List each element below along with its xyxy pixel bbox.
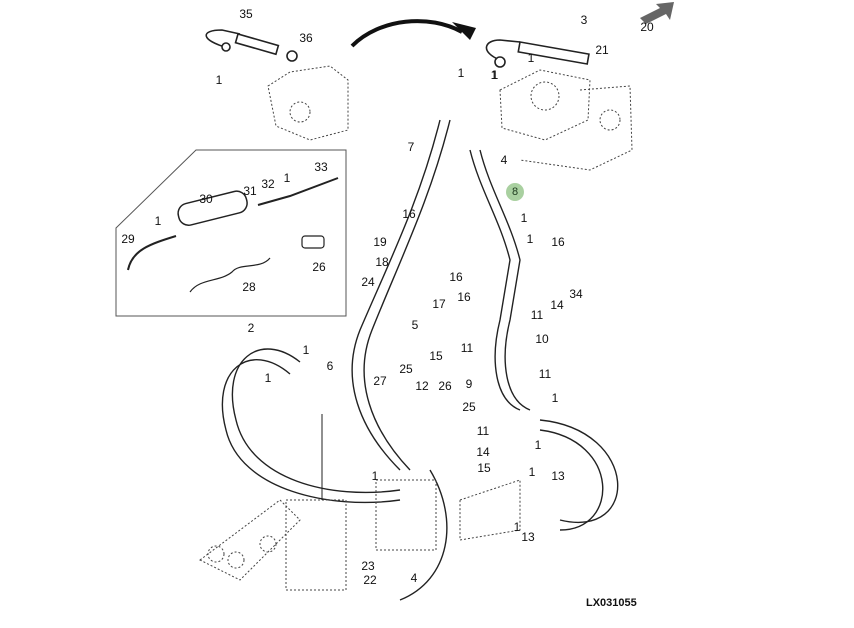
callout-11: 11 (460, 341, 474, 355)
callout-9: 9 (465, 377, 473, 391)
callout-18: 18 (375, 255, 389, 269)
callout-3: 3 (580, 13, 588, 27)
callout-33: 33 (314, 160, 328, 174)
callout-1: 1 (520, 211, 528, 225)
callout-1: 1 (513, 520, 521, 534)
callout-1: 1 (215, 73, 223, 87)
callout-15: 15 (429, 349, 443, 363)
callout-7: 7 (407, 140, 415, 154)
callout-1: 1 (491, 68, 499, 82)
callout-20: 20 (640, 20, 654, 34)
callout-2: 2 (247, 321, 255, 335)
callout-1: 1 (264, 371, 272, 385)
transition-arrow (350, 19, 476, 48)
callout-26: 26 (312, 260, 326, 274)
callout-26: 26 (438, 379, 452, 393)
inset-filter-detail (115, 149, 347, 317)
hose-bundle (221, 119, 619, 601)
callout-27: 27 (373, 374, 387, 388)
callout-16: 16 (551, 235, 565, 249)
hose-35-illustration (205, 29, 298, 62)
callout-6: 6 (326, 359, 334, 373)
housing-dashed-topleft (267, 65, 349, 141)
callout-12: 12 (415, 379, 429, 393)
callout-5: 5 (411, 318, 419, 332)
figure-id-label: LX031055 (586, 597, 637, 609)
callout-13: 13 (521, 530, 535, 544)
callout-1: 1 (534, 438, 542, 452)
callout-1: 1 (526, 232, 534, 246)
callout-24: 24 (361, 275, 375, 289)
callout-36: 36 (299, 31, 313, 45)
callout-1: 1 (371, 469, 379, 483)
callout-25: 25 (399, 362, 413, 376)
callout-11: 11 (538, 367, 552, 381)
callout-19: 19 (373, 235, 387, 249)
callout-16: 16 (457, 290, 471, 304)
callout-14: 14 (476, 445, 490, 459)
callout-highlighted-8[interactable]: 8 (506, 183, 524, 201)
callout-17: 17 (432, 297, 446, 311)
callout-13: 13 (551, 469, 565, 483)
callout-1: 1 (302, 343, 310, 357)
callout-28: 28 (242, 280, 256, 294)
callout-4: 4 (410, 571, 418, 585)
callout-1: 1 (154, 214, 162, 228)
callout-14: 14 (550, 298, 564, 312)
callout-21: 21 (595, 43, 609, 57)
callout-15: 15 (477, 461, 491, 475)
callout-31: 31 (243, 184, 257, 198)
callout-23: 23 (361, 559, 375, 573)
callout-10: 10 (535, 332, 549, 346)
callout-30: 30 (199, 192, 213, 206)
control-valve-dashed (499, 69, 633, 171)
callout-16: 16 (449, 270, 463, 284)
callout-35: 35 (239, 7, 253, 21)
callout-1: 1 (551, 391, 559, 405)
callout-1: 1 (490, 68, 498, 82)
callout-11: 11 (530, 308, 544, 322)
hitch-frame-dashed (199, 479, 521, 591)
hose-3-illustration (485, 39, 590, 68)
callout-1: 1 (527, 51, 535, 65)
callout-16: 16 (402, 207, 416, 221)
front-direction-arrow (640, 2, 674, 24)
callout-34: 34 (569, 287, 583, 301)
callout-11: 11 (476, 424, 490, 438)
callout-1: 1 (457, 66, 465, 80)
callout-1: 1 (528, 465, 536, 479)
callout-4: 4 (500, 153, 508, 167)
callout-32: 32 (261, 177, 275, 191)
callout-29: 29 (121, 232, 135, 246)
callout-22: 22 (363, 573, 377, 587)
callout-1: 1 (283, 171, 291, 185)
callout-25: 25 (462, 400, 476, 414)
